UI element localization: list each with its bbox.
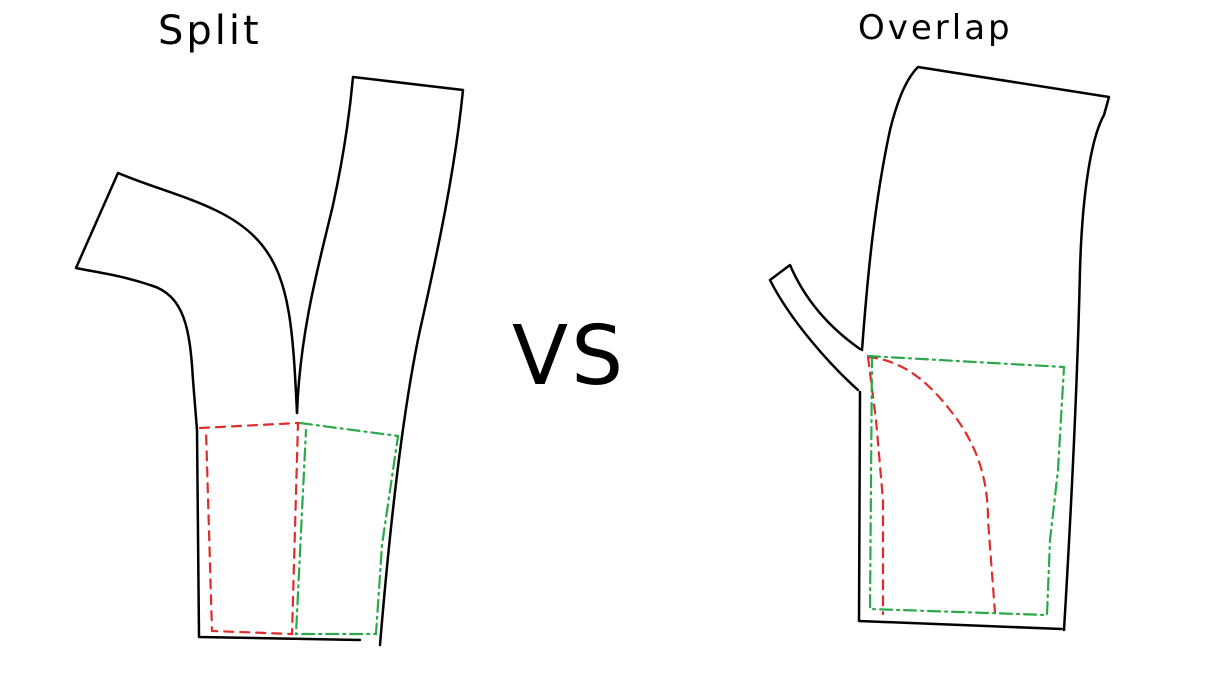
split-green-region xyxy=(294,421,400,636)
split-diagram xyxy=(74,75,465,647)
overlap-red-region xyxy=(866,355,997,616)
overlap-trunk-outline xyxy=(857,390,1064,631)
split-right-branch-outline xyxy=(295,75,465,647)
split-left-branch-outline xyxy=(74,171,299,432)
overlap-main-outline xyxy=(860,65,1111,632)
vs-dot xyxy=(586,378,590,382)
overlap-green-region xyxy=(866,354,1066,617)
overlap-side-stub-outline xyxy=(768,263,862,392)
vs-label: VS xyxy=(512,309,626,404)
split-red-region xyxy=(198,421,300,636)
overlap-diagram xyxy=(768,65,1111,632)
split-trunk-outline xyxy=(195,428,362,642)
split-title: Split xyxy=(158,8,262,54)
overlap-title: Overlap xyxy=(858,8,1013,48)
